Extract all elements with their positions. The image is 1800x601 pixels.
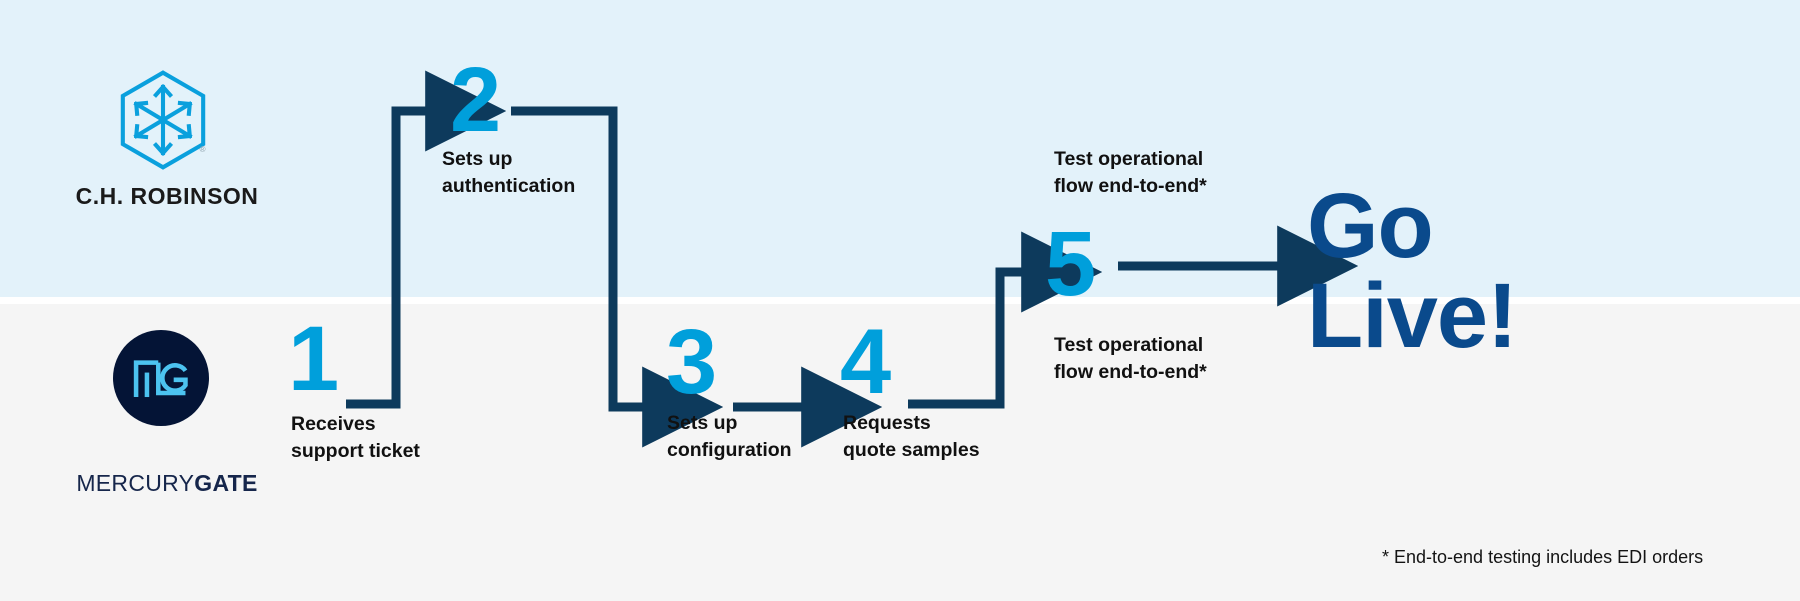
mercurygate-wordmark-light: MERCURY: [76, 470, 195, 496]
step-1-label-line2: support ticket: [291, 439, 420, 462]
step-3-label-line2: configuration: [667, 438, 792, 461]
step-5-label-bottom-line1: Test operational: [1054, 334, 1204, 356]
mercurygate-wordmark-bold: GATE: [194, 470, 258, 496]
step-5-label-top-line1: Test operational: [1054, 148, 1204, 170]
chrobinson-hexagon-arrows-logo-icon: ®: [118, 70, 208, 170]
step-2-label-line1: Sets up: [442, 148, 513, 170]
step-5-label-top-line2: flow end-to-end*: [1054, 174, 1207, 197]
step-4-label: Requests quote samples: [843, 410, 980, 464]
go-live-line2: Live!: [1307, 265, 1518, 368]
step-1-label: Receives support ticket: [291, 411, 420, 465]
mercurygate-wordmark: MERCURYGATE: [42, 470, 292, 497]
step-1-label-line1: Receives: [291, 413, 376, 435]
step-2-label-line2: authentication: [442, 174, 576, 197]
step-3-label-line1: Sets up: [667, 412, 738, 434]
footnote-text: * End-to-end testing includes EDI orders: [1382, 547, 1704, 567]
step-4-number: 4: [840, 311, 892, 413]
connector-2-to-3: [511, 106, 724, 448]
go-live-line1: Go: [1307, 175, 1434, 277]
step-1-number: 1: [288, 308, 340, 410]
step-5-label-bottom-line2: flow end-to-end*: [1054, 360, 1207, 383]
connector-4-to-5: [908, 231, 1103, 409]
bottom-lane-background: [0, 304, 1800, 601]
go-live-outcome: Go Live!: [1307, 175, 1518, 368]
step-2-label: Sets up authentication: [442, 146, 575, 200]
connector-1-to-2: [346, 70, 507, 409]
step-3-label: Sets up configuration: [667, 410, 792, 464]
step-4-label-line2: quote samples: [843, 438, 980, 461]
step-5-label-bottom: Test operational flow end-to-end*: [1054, 332, 1207, 386]
mercurygate-monogram-icon: [113, 330, 209, 426]
chrobinson-wordmark: C.H. ROBINSON: [75, 183, 259, 209]
step-4-label-line1: Requests: [843, 412, 931, 434]
svg-text:®: ®: [200, 145, 206, 154]
step-2-number: 2: [450, 49, 502, 151]
step-3-number: 3: [666, 311, 718, 413]
step-5-number: 5: [1045, 213, 1097, 315]
step-5-label-top: Test operational flow end-to-end*: [1054, 146, 1207, 200]
top-lane-background: [0, 0, 1800, 297]
lane-divider: [0, 297, 1800, 304]
